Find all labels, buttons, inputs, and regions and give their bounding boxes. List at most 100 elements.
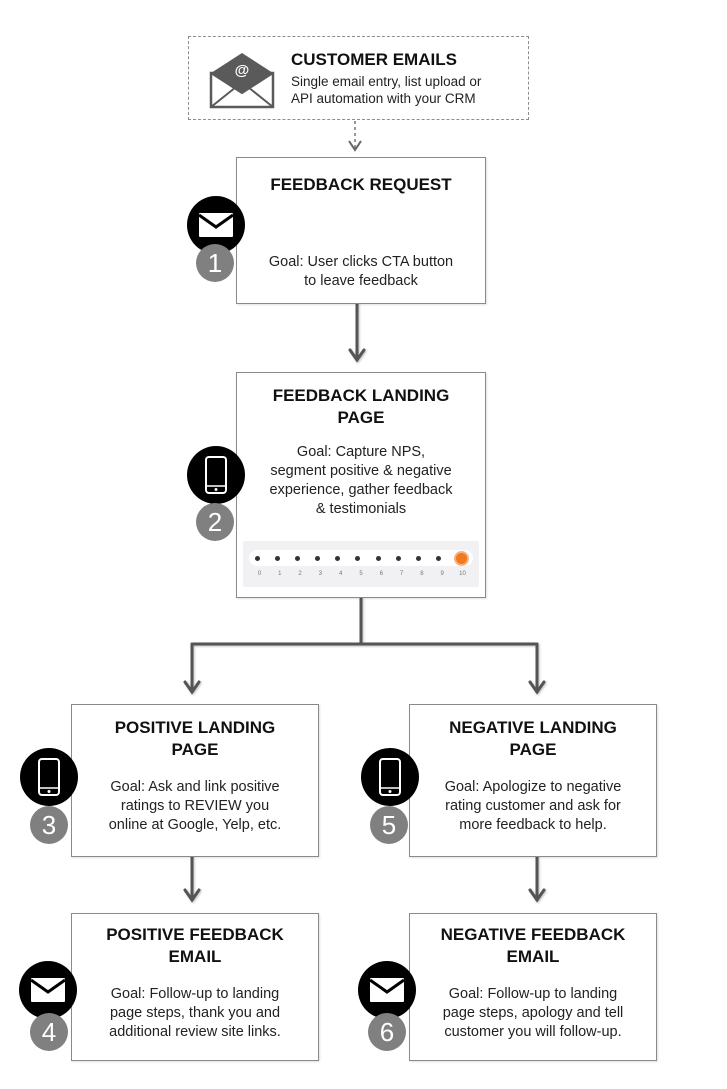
goal-line: ratings to REVIEW you	[120, 798, 270, 814]
arrow-source-to-step1	[348, 121, 362, 152]
envelope-at-icon: @	[209, 53, 275, 109]
envelope-icon	[31, 978, 65, 1002]
step-goal: Goal: User clicks CTA button to leave fe…	[237, 253, 485, 291]
step6-number-badge: 6	[368, 1013, 406, 1051]
step-negative-feedback-email: NEGATIVE FEEDBACK EMAIL Goal: Follow-up …	[409, 913, 657, 1061]
envelope-icon	[370, 978, 404, 1002]
goal-line: rating customer and ask for	[445, 798, 621, 814]
goal-line: Goal: Follow-up to landing	[110, 986, 280, 1002]
nps-label: 2	[298, 571, 302, 577]
step-goal: Goal: Ask and link positive ratings to R…	[72, 778, 318, 835]
goal-line: online at Google, Yelp, etc.	[108, 817, 282, 833]
source-desc-line: Single email entry, list upload or	[291, 74, 482, 89]
step1-number-badge: 1	[196, 244, 234, 282]
goal-line: Goal: Follow-up to landing	[448, 986, 618, 1002]
nps-dot[interactable]	[395, 555, 401, 561]
step-feedback-request: FEEDBACK REQUEST Goal: User clicks CTA b…	[236, 157, 486, 304]
step-title-line: NEGATIVE FEEDBACK	[440, 925, 626, 944]
goal-line: Goal: User clicks CTA button	[268, 254, 454, 270]
source-description: Single email entry, list upload or API a…	[291, 73, 481, 107]
arrow-step5-to-step6	[528, 855, 546, 903]
smartphone-icon	[379, 758, 401, 796]
step4-number-badge: 4	[30, 1013, 68, 1051]
nps-label: 5	[359, 571, 363, 577]
nps-rating-scale: 0 1 2 3 4 5 6 7 8 9 10	[243, 541, 479, 587]
source-desc-line: API automation with your CRM	[291, 91, 476, 106]
nps-label: 1	[278, 571, 282, 577]
nps-dot[interactable]	[315, 555, 321, 561]
arrow-step1-to-step2	[348, 302, 366, 363]
goal-line: segment positive & negative	[270, 463, 452, 479]
step-positive-landing-page: POSITIVE LANDING PAGE Goal: Ask and link…	[71, 704, 319, 857]
step2-icon-badge	[187, 446, 245, 504]
goal-line: additional review site links.	[109, 1024, 281, 1040]
step-title-line: FEEDBACK REQUEST	[270, 175, 452, 194]
step-title: NEGATIVE FEEDBACK EMAIL	[410, 924, 656, 968]
step-title-line: NEGATIVE LANDING	[449, 718, 617, 737]
step-goal: Goal: Follow-up to landing page steps, a…	[410, 985, 656, 1042]
source-title: CUSTOMER EMAILS	[291, 50, 457, 69]
goal-line: more feedback to help.	[459, 817, 607, 833]
nps-label: 6	[379, 571, 383, 577]
nps-dot[interactable]	[275, 555, 281, 561]
goal-line: to leave feedback	[304, 273, 418, 289]
step-positive-feedback-email: POSITIVE FEEDBACK EMAIL Goal: Follow-up …	[71, 913, 319, 1061]
nps-dot-selected[interactable]	[455, 552, 467, 564]
step3-number-badge: 3	[30, 806, 68, 844]
goal-line: customer you will follow-up.	[444, 1024, 622, 1040]
step-negative-landing-page: NEGATIVE LANDING PAGE Goal: Apologize to…	[409, 704, 657, 857]
goal-line: page steps, thank you and	[109, 1005, 281, 1021]
nps-dot[interactable]	[415, 555, 421, 561]
nps-label: 7	[399, 571, 404, 577]
nps-track	[249, 550, 473, 566]
step-title-line: PAGE	[171, 740, 219, 759]
nps-dot[interactable]	[255, 555, 260, 561]
goal-line: Goal: Capture NPS,	[296, 444, 426, 460]
goal-line: page steps, apology and tell	[442, 1005, 624, 1021]
nps-dot[interactable]	[435, 555, 441, 561]
step-goal: Goal: Follow-up to landing page steps, t…	[72, 985, 318, 1042]
step4-icon-badge	[19, 961, 77, 1019]
customer-emails-source-box: @ CUSTOMER EMAILS Single email entry, li…	[188, 36, 529, 120]
step6-icon-badge	[358, 961, 416, 1019]
nps-label: 8	[420, 571, 424, 577]
step5-icon-badge	[361, 748, 419, 806]
envelope-icon	[199, 213, 233, 237]
nps-label: 10	[459, 571, 466, 577]
step-title: FEEDBACK LANDING PAGE	[237, 385, 485, 429]
branch-step2-to-step3-step5	[183, 596, 546, 695]
goal-line: Goal: Apologize to negative	[444, 779, 622, 795]
step-title-line: PAGE	[509, 740, 557, 759]
nps-dot[interactable]	[295, 555, 301, 561]
arrow-step3-to-step4	[183, 855, 201, 903]
goal-line: Goal: Ask and link positive	[110, 779, 280, 795]
step-title-line: FEEDBACK LANDING	[272, 386, 450, 405]
step-goal: Goal: Capture NPS, segment positive & ne…	[237, 443, 485, 519]
step5-number-badge: 5	[370, 806, 408, 844]
step-title-line: PAGE	[337, 408, 385, 427]
nps-label: 4	[339, 571, 343, 577]
goal-line: & testimonials	[315, 501, 407, 517]
svg-text:@: @	[235, 62, 250, 79]
nps-label: 0	[257, 571, 262, 577]
smartphone-icon	[38, 758, 60, 796]
step-title: FEEDBACK REQUEST	[237, 174, 485, 196]
step-title-line: EMAIL	[168, 947, 222, 966]
nps-labels: 0 1 2 3 4 5 6 7 8 9 10	[249, 571, 473, 577]
nps-dot[interactable]	[335, 555, 341, 561]
smartphone-icon	[205, 456, 227, 494]
goal-line: experience, gather feedback	[269, 482, 453, 498]
step-title-line: POSITIVE LANDING	[114, 718, 276, 737]
step-title: POSITIVE LANDING PAGE	[72, 717, 318, 761]
nps-dot[interactable]	[375, 555, 381, 561]
step-title-line: POSITIVE FEEDBACK	[106, 925, 284, 944]
step-title: NEGATIVE LANDING PAGE	[410, 717, 656, 761]
nps-label: 3	[318, 571, 323, 577]
step-feedback-landing-page: FEEDBACK LANDING PAGE Goal: Capture NPS,…	[236, 372, 486, 598]
nps-dot[interactable]	[355, 555, 361, 561]
step3-icon-badge	[20, 748, 78, 806]
step-goal: Goal: Apologize to negative rating custo…	[410, 778, 656, 835]
step-title-line: EMAIL	[506, 947, 560, 966]
step-title: POSITIVE FEEDBACK EMAIL	[72, 924, 318, 968]
nps-label: 9	[440, 571, 444, 577]
